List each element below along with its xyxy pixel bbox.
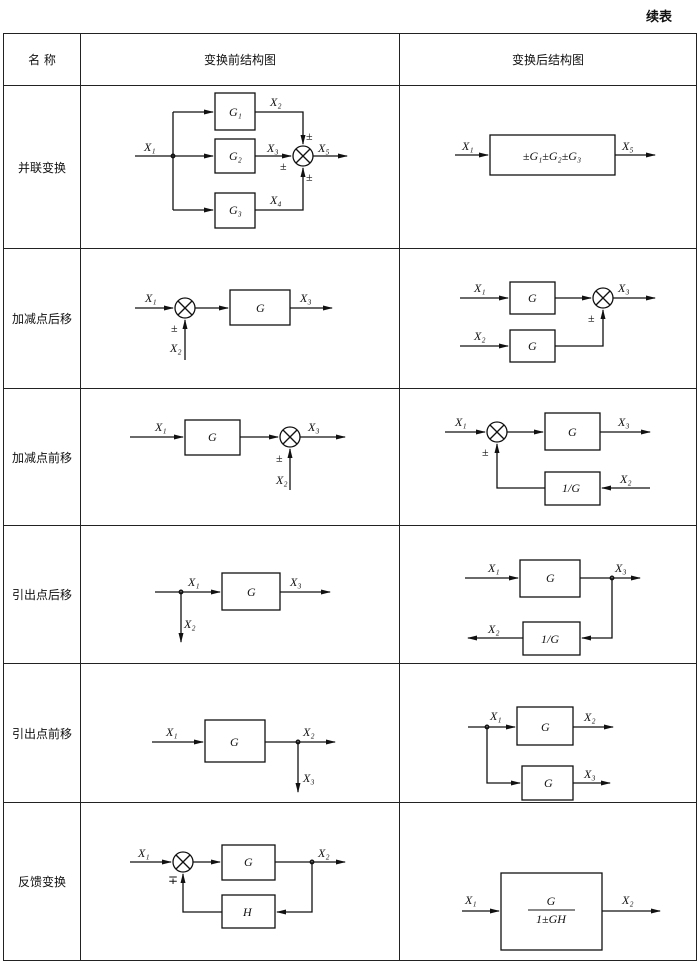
before-cell: [80, 388, 400, 526]
before-cell: [80, 663, 400, 803]
after-cell: [399, 388, 697, 526]
table-row: 加减点前移: [3, 388, 697, 526]
table-row: 引出点后移: [3, 525, 697, 664]
after-cell: [399, 802, 697, 961]
before-cell: [80, 85, 400, 249]
transform-table: 名 称 变换前结构图 变换后结构图 并联变换 加减点后移 加减点前移 引出点后移…: [3, 33, 697, 961]
after-cell: [399, 248, 697, 389]
row-name: 加减点前移: [3, 388, 81, 526]
row-name: 引出点后移: [3, 525, 81, 664]
row-name: 反馈变换: [3, 802, 81, 961]
header-name: 名 称: [3, 33, 81, 86]
after-cell: [399, 525, 697, 664]
table-row: 反馈变换: [3, 802, 697, 961]
after-cell: [399, 85, 697, 249]
header-after: 变换后结构图: [399, 33, 697, 86]
after-cell: [399, 663, 697, 803]
table-row: 引出点前移: [3, 663, 697, 803]
table-row: 并联变换: [3, 85, 697, 249]
row-name: 引出点前移: [3, 663, 81, 803]
before-cell: [80, 248, 400, 389]
before-cell: [80, 525, 400, 664]
continued-label: 续表: [645, 10, 672, 25]
header-row: 名 称 变换前结构图 变换后结构图: [3, 33, 697, 86]
row-name: 加减点后移: [3, 248, 81, 389]
header-before: 变换前结构图: [80, 33, 400, 86]
table-row: 加减点后移: [3, 248, 697, 389]
row-name: 并联变换: [3, 85, 81, 249]
before-cell: [80, 802, 400, 961]
